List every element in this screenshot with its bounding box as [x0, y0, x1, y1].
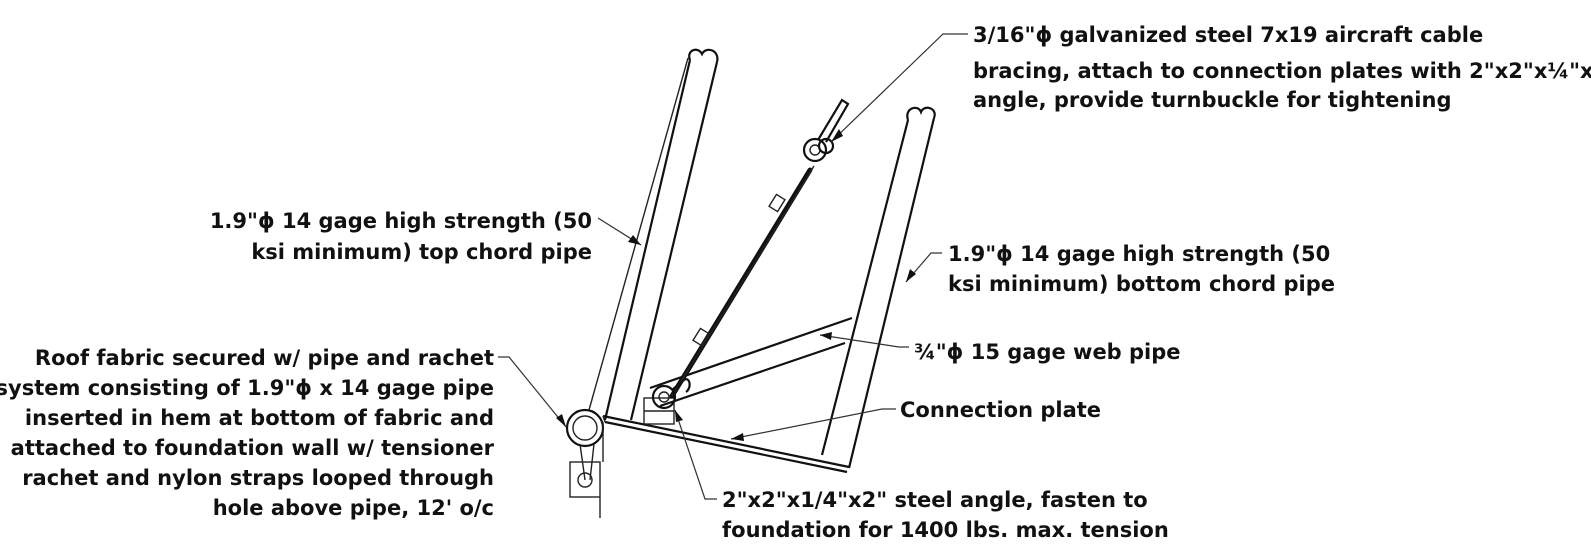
- cable-leader: [830, 33, 968, 143]
- cable-label: 3/16"ϕ galvanized steel 7x19 aircraft ca…: [973, 23, 1591, 112]
- top-chord-label: 1.9"ϕ 14 gage high strength (50 ksi mini…: [210, 209, 592, 264]
- connection-plate-leader: [730, 408, 896, 440]
- roof-fabric-label-line3: inserted in hem at bottom of fabric and: [25, 406, 494, 430]
- cable-label-line2: bracing, attach to connection plates wit…: [973, 59, 1591, 83]
- steel-angle-label: 2"x2"x1/4"x2" steel angle, fasten to fou…: [722, 488, 1169, 542]
- steel-angle-label-line2: foundation for 1400 lbs. max. tension: [722, 518, 1169, 542]
- leader-lines: [498, 33, 968, 500]
- roof-fabric-label-line5: rachet and nylon straps looped through: [22, 466, 494, 490]
- cable-label-line1: 3/16"ϕ galvanized steel 7x19 aircraft ca…: [973, 23, 1483, 47]
- bottom-chord-label-line1: 1.9"ϕ 14 gage high strength (50: [948, 242, 1330, 266]
- cable-label-line3: angle, provide turnbuckle for tightening: [973, 88, 1451, 112]
- roof-fabric-label: Roof fabric secured w/ pipe and rachet s…: [0, 346, 495, 520]
- connection-plate-label-line1: Connection plate: [900, 398, 1101, 422]
- web-pipe-leader: [819, 334, 909, 348]
- truss-structure: [565, 48, 936, 518]
- web-pipe-label-line1: ¾"ϕ 15 gage web pipe: [914, 340, 1181, 364]
- cable-bracing: [651, 98, 850, 410]
- bottom-chord-pipe: [820, 106, 936, 469]
- top-chord-label-line2: ksi minimum) top chord pipe: [251, 240, 592, 264]
- roof-fabric-assembly: [565, 408, 605, 518]
- steel-angle-label-line1: 2"x2"x1/4"x2" steel angle, fasten to: [722, 488, 1148, 512]
- web-pipe-label: ¾"ϕ 15 gage web pipe: [914, 340, 1181, 364]
- roof-fabric-label-line4: attached to foundation wall w/ tensioner: [11, 436, 495, 460]
- roof-fabric-label-line1: Roof fabric secured w/ pipe and rachet: [35, 346, 494, 370]
- bottom-chord-leader: [905, 252, 942, 283]
- top-chord-label-line1: 1.9"ϕ 14 gage high strength (50: [210, 209, 592, 233]
- connection-plate-label: Connection plate: [900, 398, 1101, 422]
- top-chord-pipe: [588, 48, 719, 421]
- roof-fabric-leader: [498, 356, 567, 428]
- bottom-chord-label-line2: ksi minimum) bottom chord pipe: [948, 272, 1335, 296]
- roof-fabric-label-line2: system consisting of 1.9"ϕ x 14 gage pip…: [0, 376, 494, 400]
- bottom-chord-label: 1.9"ϕ 14 gage high strength (50 ksi mini…: [948, 242, 1335, 296]
- roof-fabric-label-line6: hole above pipe, 12' o/c: [213, 496, 494, 520]
- web-pipe: [649, 316, 853, 408]
- connection-plate: [602, 414, 850, 474]
- steel-angle-leader: [674, 409, 717, 500]
